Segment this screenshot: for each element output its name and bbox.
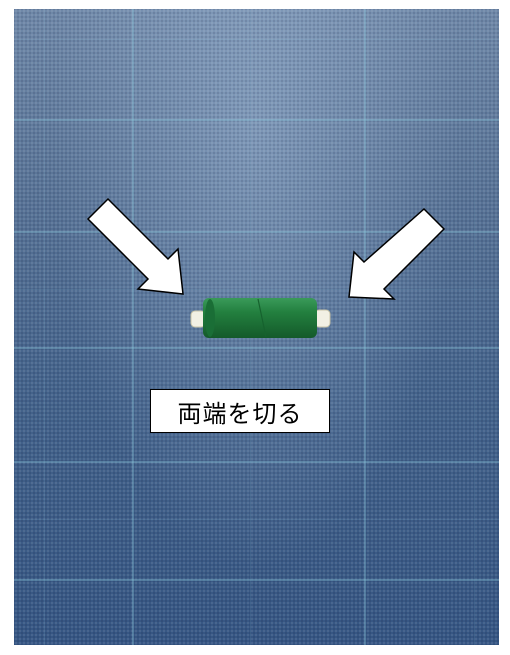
grid-line-fine: [44, 9, 45, 645]
green-spool-part: [190, 298, 331, 338]
grid-line-vertical: [132, 9, 134, 645]
grid-line-fine: [14, 519, 499, 520]
part-body: [203, 298, 317, 338]
grid-line-horizontal: [14, 231, 499, 233]
grid-line-fine: [14, 39, 499, 40]
part-end-cap-left: [190, 310, 206, 328]
annotation-label: 両端を切る: [150, 389, 330, 433]
grid-line-horizontal: [14, 119, 499, 121]
grid-line-horizontal: [14, 347, 499, 349]
grid-line-vertical: [364, 9, 366, 645]
part-end-cap-right: [314, 309, 331, 328]
arrow-left-icon: [86, 197, 184, 295]
grid-line-horizontal: [14, 461, 499, 463]
grid-line-fine: [14, 289, 499, 290]
grid-line-horizontal: [14, 579, 499, 581]
grid-line-fine: [474, 9, 475, 645]
arrow-right-icon: [348, 207, 446, 300]
annotation-label-text: 両端を切る: [177, 399, 303, 428]
